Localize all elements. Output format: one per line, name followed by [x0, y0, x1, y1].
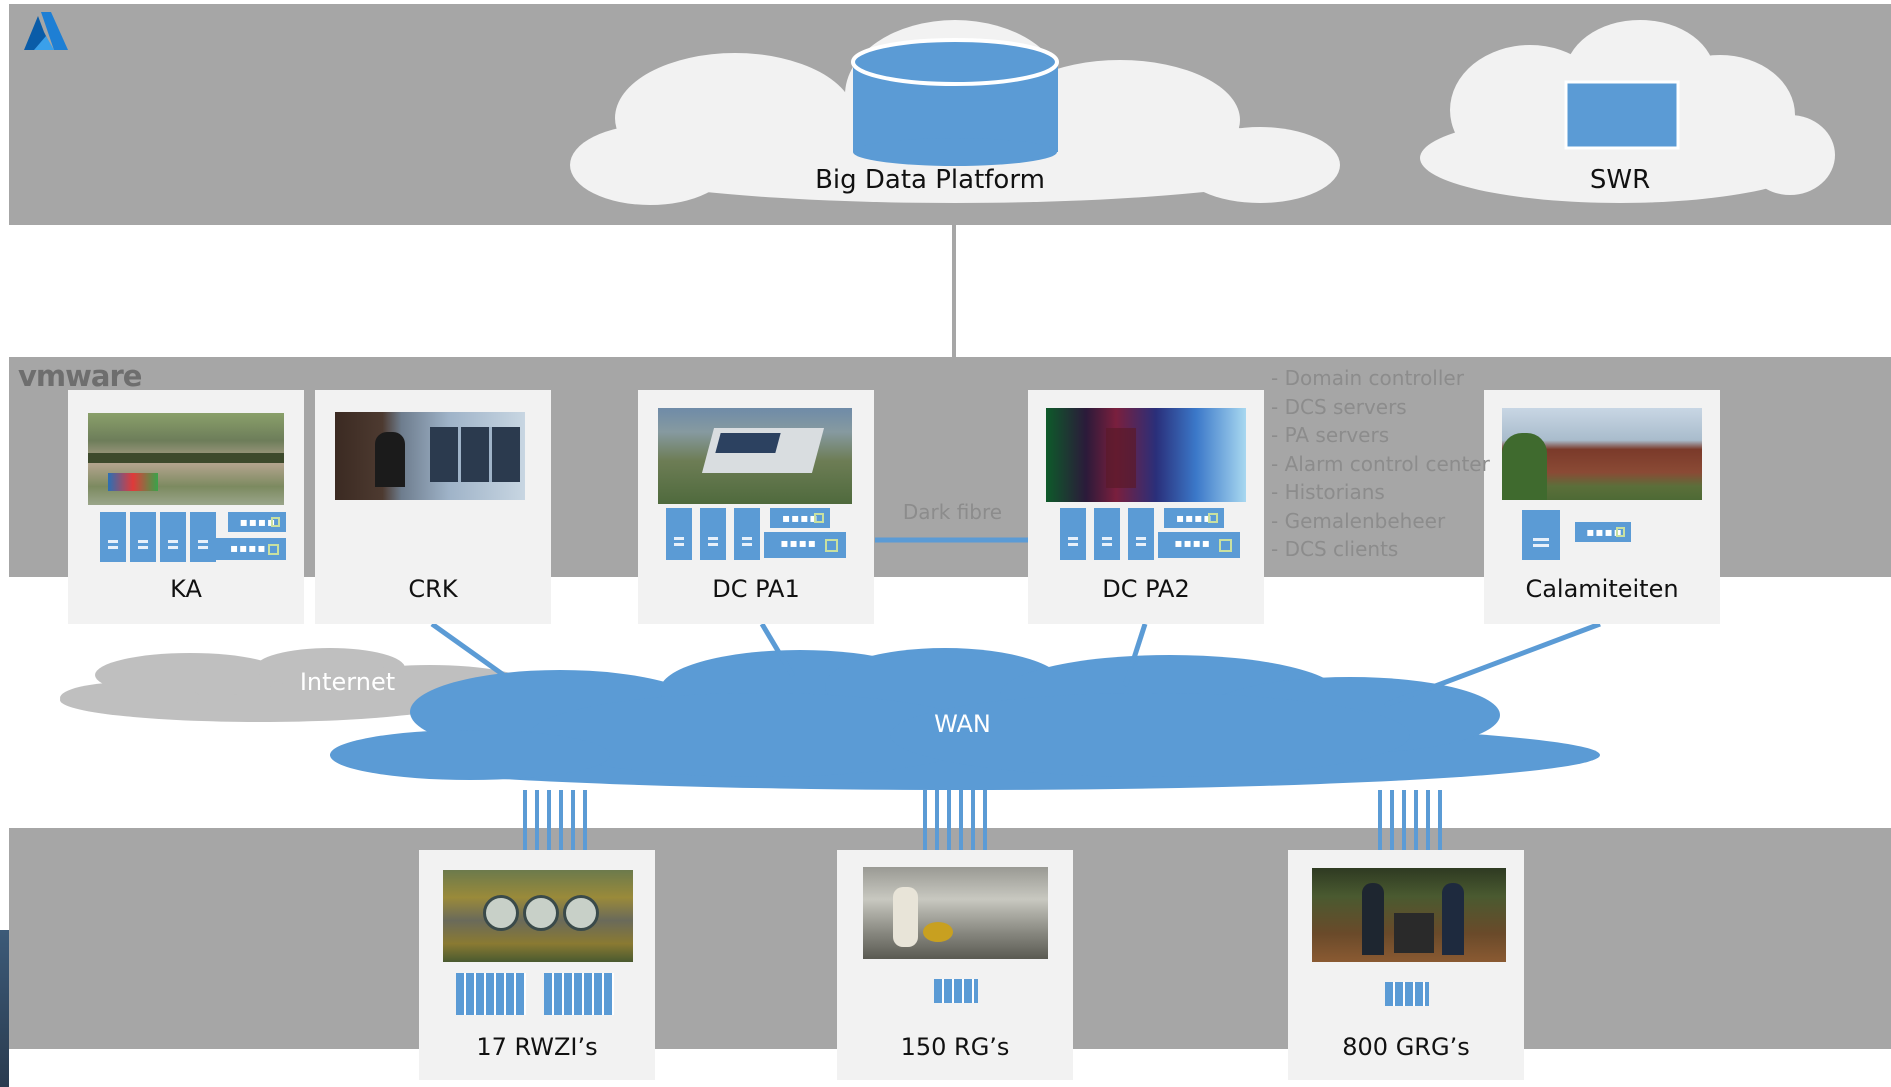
calamiteiten-building-photo	[1502, 408, 1702, 500]
wan-cloud	[330, 648, 1600, 790]
site-uplinks	[430, 621, 1601, 708]
network-switch-icon	[764, 532, 846, 558]
ka-building-photo	[88, 413, 284, 505]
server-rack-icon	[544, 973, 614, 1015]
server-tower-icon	[190, 512, 216, 562]
site-label-dc-pa2: DC PA2	[1102, 575, 1190, 603]
crk-control-room-photo	[335, 412, 525, 500]
server-rack-icon	[934, 979, 978, 1003]
dc-service-item: - DCS servers	[1271, 394, 1407, 419]
dc-pa2-datacenter-photo	[1046, 408, 1246, 502]
server-tower-icon	[1060, 508, 1086, 560]
rwzi-plant-photo	[443, 870, 633, 962]
remote-links	[523, 790, 1442, 850]
server-tower-icon	[1522, 510, 1560, 560]
swr-cloud	[1420, 20, 1835, 203]
network-switch-icon	[1158, 532, 1240, 558]
network-switch-icon	[1575, 522, 1631, 542]
network-switch-icon	[216, 538, 286, 560]
server-rack-icon	[1385, 982, 1429, 1006]
wan-label: WAN	[934, 710, 991, 738]
site-label-dc-pa1: DC PA1	[712, 575, 800, 603]
remote-label-rwzi: 17 RWZI’s	[476, 1033, 598, 1061]
dc-service-item: - DCS clients	[1271, 537, 1399, 561]
big-data-platform-label: Big Data Platform	[815, 165, 1045, 195]
dark-fibre-label: Dark fibre	[902, 500, 1003, 524]
server-tower-icon	[160, 512, 186, 562]
server-tower-icon	[100, 512, 126, 562]
dc-services-list: - Domain controller - DCS servers - PA s…	[1271, 364, 1490, 564]
site-label-calamiteiten: Calamiteiten	[1525, 575, 1679, 603]
azure-logo-icon	[24, 12, 68, 50]
network-switch-icon	[228, 512, 286, 532]
remote-label-grg: 800 GRG’s	[1342, 1033, 1470, 1061]
site-label-crk: CRK	[408, 575, 458, 603]
dc-service-item: - Domain controller	[1271, 366, 1464, 390]
server-tower-icon	[1128, 508, 1154, 560]
rg-pump-room-photo	[863, 867, 1048, 959]
left-edge-strip	[0, 930, 9, 1087]
uplink-line	[952, 225, 956, 357]
server-tower-icon	[1094, 508, 1120, 560]
dc-service-item: - Gemalenbeheer	[1271, 508, 1446, 533]
vmware-logo: vmware	[18, 359, 142, 393]
swr-label: SWR	[1589, 165, 1651, 195]
server-tower-icon	[130, 512, 156, 562]
server-tower-icon	[700, 508, 726, 560]
server-tower-icon	[666, 508, 692, 560]
server-tower-icon	[734, 508, 760, 560]
swr-server-box	[1564, 80, 1680, 150]
remote-label-rg: 150 RG’s	[900, 1033, 1010, 1061]
network-switch-icon	[1164, 508, 1224, 528]
dc-service-item: - Historians	[1271, 480, 1385, 504]
internet-label: Internet	[299, 668, 396, 696]
dc-pa1-building-photo	[658, 408, 852, 504]
server-rack-icon	[456, 973, 526, 1015]
dc-service-item: - Alarm control center	[1271, 451, 1490, 476]
database-cylinder-icon	[851, 38, 1059, 166]
grg-field-photo	[1312, 868, 1506, 962]
network-switch-icon	[770, 508, 830, 528]
dc-service-item: - PA servers	[1271, 423, 1390, 447]
site-label-ka: KA	[170, 575, 202, 603]
